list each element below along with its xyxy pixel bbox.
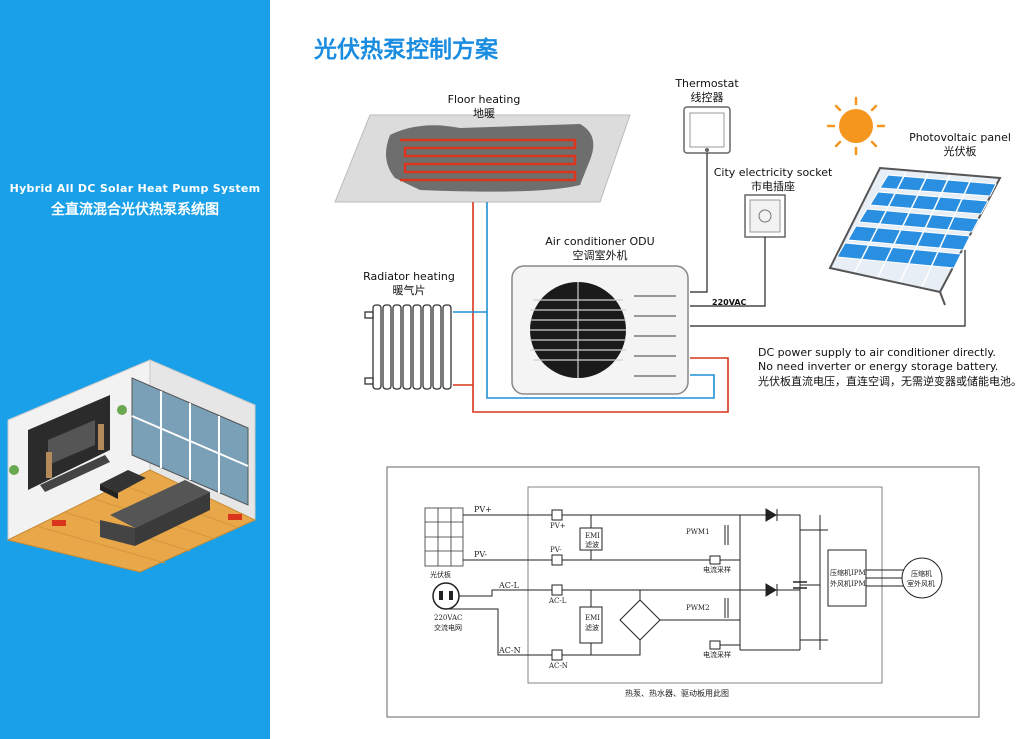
board-frame [527, 486, 883, 684]
emi-label-1: EMI [585, 532, 600, 540]
sidebar-title-cn: 全直流混合光伏热泵系统图 [51, 202, 219, 218]
radiator-device [364, 304, 452, 390]
dc-capacitor [793, 581, 807, 589]
sidebar: Hybrid All DC Solar Heat Pump System 全直流… [0, 0, 270, 739]
diodes [765, 508, 778, 597]
floor-heating-coil [400, 138, 577, 182]
pv-panel-caption: 光伏板 [430, 570, 451, 579]
ipm-box [827, 549, 867, 607]
radiator-label-en: Radiator heating [363, 270, 455, 283]
schematic-plug-icon [432, 582, 460, 610]
shunt-resistor-2 [709, 640, 721, 650]
thermostat-label-en: Thermostat [675, 77, 739, 90]
room-illustration [6, 359, 257, 573]
pwm1-label: PWM1 [686, 528, 710, 536]
note-line1: DC power supply to air conditioner direc… [758, 346, 996, 359]
ac-l-label: AC-L [498, 581, 520, 590]
vac-caption: 220VAC [434, 614, 462, 622]
sun-icon [826, 96, 886, 156]
filter-label-1: 滤波 [585, 540, 599, 549]
note-line2: No need inverter or energy storage batte… [758, 360, 999, 373]
emi-label-2: EMI [585, 614, 600, 622]
grid-caption: 交流电网 [434, 623, 462, 632]
pv-plus-label: PV+ [474, 505, 492, 514]
terminal-ac-l: AC-L [548, 597, 567, 605]
current-sample-2: 电流采样 [703, 650, 731, 659]
pwm2-label: PWM2 [686, 604, 710, 612]
pv-label: Photovoltaic panel 光伏板 [903, 131, 1017, 159]
motor-label-1: 压缩机 [911, 569, 932, 578]
ac-n-label: AC-N [498, 646, 521, 655]
bridge-rectifier [619, 599, 661, 641]
filter-label-2: 滤波 [585, 623, 599, 632]
sidebar-title-en: Hybrid All DC Solar Heat Pump System [9, 182, 261, 195]
note-line3: 光伏板直流电压，直连空调，无需逆变器或储能电池。 [758, 375, 1017, 388]
radiator-label: Radiator heating 暖气片 [358, 270, 460, 298]
current-sample-1: 电流采样 [703, 565, 731, 574]
pv-label-en: Photovoltaic panel [909, 131, 1011, 144]
cold-pipes [453, 202, 715, 399]
circuit-frame [386, 466, 980, 718]
odu-label-en: Air conditioner ODU [545, 235, 655, 248]
circuit-caption: 热泵、热水器、驱动板用此图 [625, 688, 729, 698]
odu-label-cn: 空调室外机 [572, 249, 628, 262]
vac-label: 220VAC [712, 298, 747, 307]
schematic-pv-panel [424, 507, 464, 567]
page-title: 光伏热泵控制方案 [314, 37, 498, 63]
terminal-pv-plus: PV+ [550, 522, 566, 530]
odu-label: Air conditioner ODU 空调室外机 [538, 235, 662, 263]
shunt-resistor-1 [709, 555, 721, 565]
pv-minus-label: PV- [474, 550, 487, 559]
radiator-label-cn: 暖气片 [392, 284, 426, 297]
system-diagram [334, 96, 1002, 413]
terminal-pv-minus: PV- [550, 546, 562, 554]
motor-label-2: 室外风机 [907, 579, 935, 588]
ipm1-label: 压缩机IPM [830, 568, 866, 577]
socket-label: City electricity socket 市电插座 [707, 166, 839, 194]
thermostat-label-cn: 线控器 [690, 91, 724, 104]
floor-heating-label: Floor heating 地暖 [440, 93, 528, 121]
hot-pipes [453, 202, 729, 413]
terminal-ac-n: AC-N [548, 662, 568, 670]
thermostat-label: Thermostat 线控器 [668, 77, 746, 105]
mosfets [724, 525, 729, 618]
socket-label-en: City electricity socket [713, 166, 833, 179]
wires [690, 153, 966, 327]
pv-label-cn: 光伏板 [943, 145, 977, 158]
floor-heating-label-en: Floor heating [447, 93, 521, 106]
motor-icon [901, 557, 943, 599]
floor-heating-label-cn: 地暖 [473, 107, 495, 120]
socket-label-cn: 市电插座 [751, 180, 795, 193]
ipm2-label: 外风机IPM [830, 579, 866, 588]
